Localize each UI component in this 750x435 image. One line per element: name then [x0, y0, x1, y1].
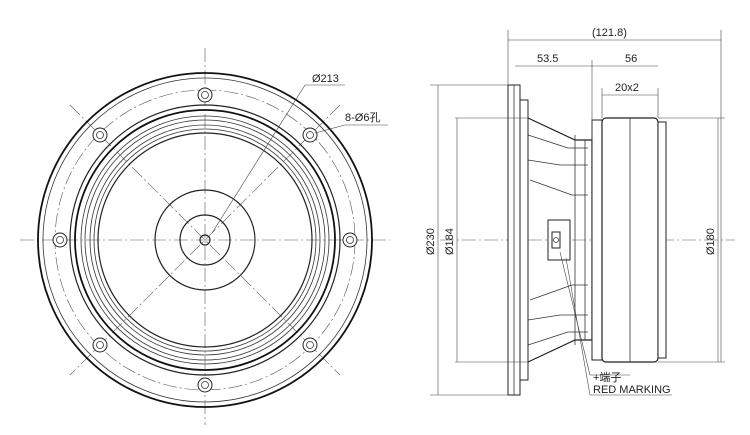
frame-outer-ring [37, 72, 373, 408]
terminal-label: +端子 [593, 371, 621, 384]
front-view: Ø213 8-Ø6孔 [20, 48, 390, 425]
gasket-ring [69, 104, 341, 376]
dust-cap-inner [179, 214, 231, 266]
holes-label: 8-Ø6孔 [345, 111, 380, 124]
mounting-hole [197, 377, 213, 393]
terminal-screw [553, 237, 559, 243]
total-depth-label: (121.8) [592, 27, 627, 39]
mounting-hole [302, 337, 318, 353]
surround-outer [74, 109, 336, 371]
front-diagonal-centerline-1 [69, 104, 341, 376]
surround-ring-4 [93, 128, 317, 352]
red-marking-label: RED MARKING [593, 384, 671, 396]
basket-spoke-upper-2 [527, 159, 588, 166]
dust-cap-outer [154, 189, 256, 291]
magnet-depth-label: 56 [625, 53, 637, 65]
diameter-leader-line [211, 84, 306, 234]
side-view: (121.8) 53.5 56 20x2 Ø230 Ø184 Ø180 +端子 … [425, 27, 735, 396]
top-plate [591, 119, 603, 361]
mounting-hole [92, 127, 108, 143]
flange-diameter-label: Ø230 [425, 228, 437, 255]
gasket [519, 99, 529, 381]
mounting-hole [302, 127, 318, 143]
red-marking-leader-line [565, 257, 591, 396]
magnet-size-label: 20x2 [615, 82, 639, 94]
basket-spoke-lower-2 [527, 314, 588, 321]
surround-ring-2 [84, 119, 326, 361]
terminal-leader-line [559, 251, 591, 376]
holes-leader-line [314, 124, 346, 134]
center-pole [199, 234, 211, 246]
mounting-hole [197, 87, 213, 103]
mounting-hole [342, 232, 358, 248]
basket-spoke-upper-1 [527, 134, 588, 149]
cone-edge [97, 132, 313, 348]
magnet-diameter-label: Ø180 [705, 228, 717, 255]
basket-spoke-lower-1 [527, 331, 588, 346]
outer-diameter-label: Ø213 [312, 73, 339, 85]
basket-spoke-lower-3 [529, 284, 588, 301]
mounting-hole [52, 232, 68, 248]
mounting-hole [92, 337, 108, 353]
front-diagonal-centerline-2 [69, 104, 341, 376]
frame-depth-label: 53.5 [537, 53, 558, 65]
surround-ring-1 [80, 115, 330, 365]
frame-diameter-label: Ø184 [444, 228, 456, 255]
terminal-tab [551, 231, 561, 249]
mounting-holes [52, 87, 358, 393]
basket-spoke-upper-3 [529, 179, 588, 196]
back-plate [657, 121, 667, 359]
surround-ring-3 [89, 124, 321, 356]
frame-ring-2 [42, 77, 368, 403]
